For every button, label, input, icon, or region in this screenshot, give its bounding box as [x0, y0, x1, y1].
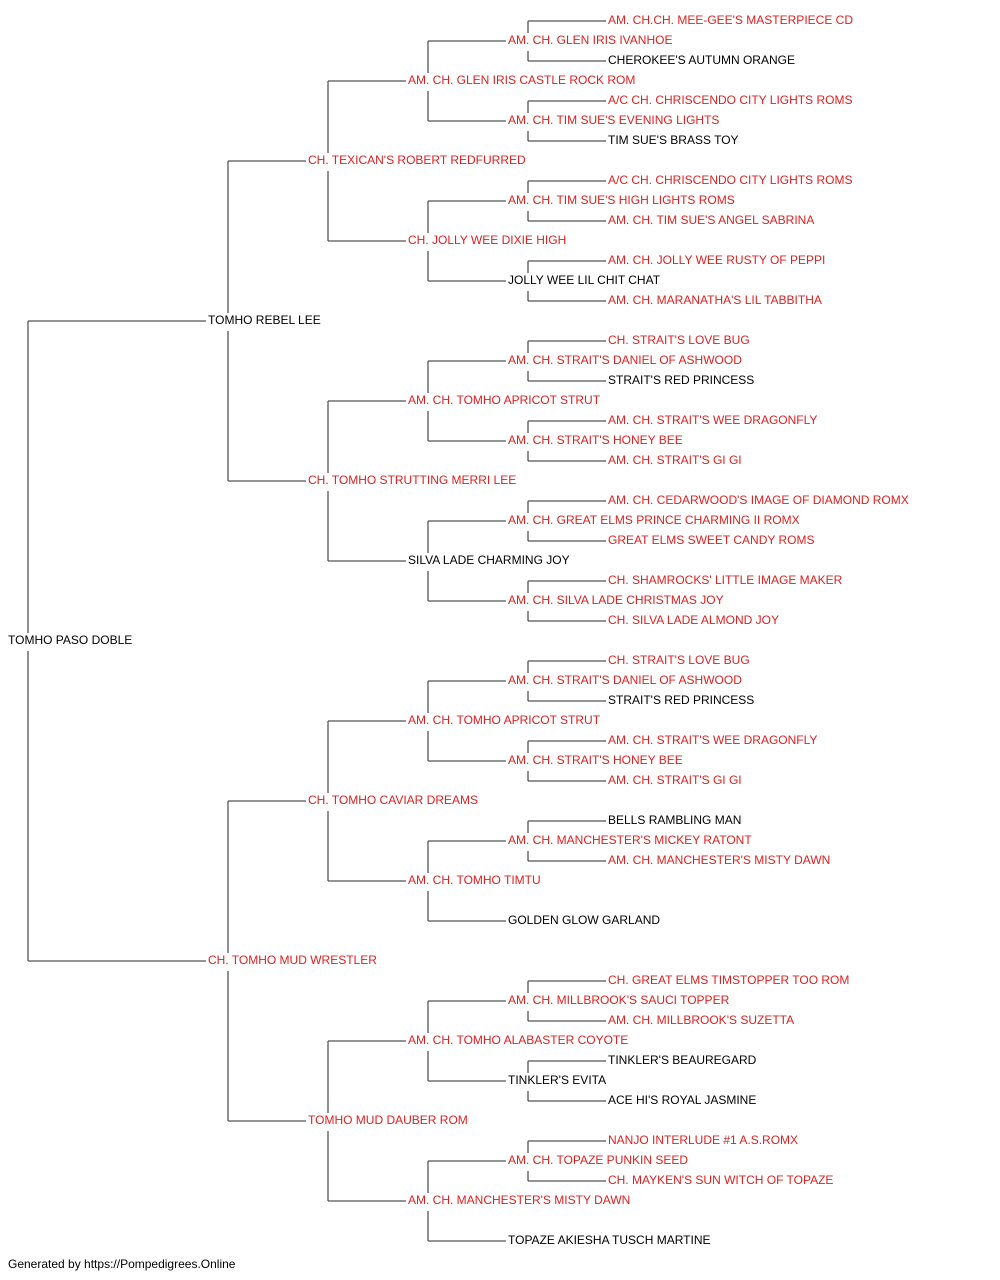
- pedigree-entry-root-d-d-s-s-d: AM. CH. MILLBROOK'S SUZETTA: [608, 1013, 794, 1027]
- pedigree-entry-root-s-d-s-d-d: AM. CH. STRAIT'S GI GI: [608, 453, 742, 467]
- pedigree-entry-root-s-s-s-d-d: TIM SUE'S BRASS TOY: [608, 133, 739, 147]
- pedigree-entry-root-d-d-s-d-s: TINKLER'S BEAUREGARD: [608, 1053, 757, 1067]
- pedigree-entry-root-s-s-d-s: AM. CH. TIM SUE'S HIGH LIGHTS ROMS: [508, 193, 735, 207]
- pedigree-entry-root-s-d-d-s-s: AM. CH. CEDARWOOD'S IMAGE OF DIAMOND ROM…: [608, 493, 909, 507]
- pedigree-entry-root-d-s-s-s-d: STRAIT'S RED PRINCESS: [608, 693, 754, 707]
- pedigree-entry-root-d-d-d-s-d: CH. MAYKEN'S SUN WITCH OF TOPAZE: [608, 1173, 833, 1187]
- pedigree-entry-root-d-s-s-d-s: AM. CH. STRAIT'S WEE DRAGONFLY: [608, 733, 817, 747]
- pedigree-entry-root-d-s-d-d: GOLDEN GLOW GARLAND: [508, 913, 660, 927]
- pedigree-entry-root-d-s-d-s-s: BELLS RAMBLING MAN: [608, 813, 741, 827]
- pedigree-entry-root: TOMHO PASO DOBLE: [8, 633, 132, 647]
- pedigree-entry-root-d-d-s-s: AM. CH. MILLBROOK'S SAUCI TOPPER: [508, 993, 730, 1007]
- pedigree-entry-root-s-d-d-s: AM. CH. GREAT ELMS PRINCE CHARMING II RO…: [508, 513, 800, 527]
- pedigree-entry-root-d-d: TOMHO MUD DAUBER ROM: [308, 1113, 468, 1127]
- pedigree-entry-root-s: TOMHO REBEL LEE: [208, 313, 321, 327]
- generated-by-footer: Generated by https://Pompedigrees.Online: [8, 1257, 236, 1271]
- pedigree-entry-root-s-s-d: CH. JOLLY WEE DIXIE HIGH: [408, 233, 566, 247]
- pedigree-entry-root-s-d-d: SILVA LADE CHARMING JOY: [408, 553, 570, 567]
- pedigree-entry-root-s-d-s-d: AM. CH. STRAIT'S HONEY BEE: [508, 433, 683, 447]
- pedigree-entry-root-s-d-d-d: AM. CH. SILVA LADE CHRISTMAS JOY: [508, 593, 724, 607]
- pedigree-entry-root-d-s-d-s: AM. CH. MANCHESTER'S MICKEY RATONT: [508, 833, 752, 847]
- pedigree-entry-root-s-d-s-d-s: AM. CH. STRAIT'S WEE DRAGONFLY: [608, 413, 817, 427]
- pedigree-entry-root-d-d-d-s: AM. CH. TOPAZE PUNKIN SEED: [508, 1153, 688, 1167]
- pedigree-entry-root-s-d-s-s: AM. CH. STRAIT'S DANIEL OF ASHWOOD: [508, 353, 742, 367]
- pedigree-entry-root-d: CH. TOMHO MUD WRESTLER: [208, 953, 377, 967]
- pedigree-entry-root-s-s-d-d: JOLLY WEE LIL CHIT CHAT: [508, 273, 661, 287]
- pedigree-entry-root-s-s-d-d-s: AM. CH. JOLLY WEE RUSTY OF PEPPI: [608, 253, 825, 267]
- pedigree-entry-root-d-s-s-s: AM. CH. STRAIT'S DANIEL OF ASHWOOD: [508, 673, 742, 687]
- pedigree-entry-root-s-s: CH. TEXICAN'S ROBERT REDFURRED: [308, 153, 526, 167]
- pedigree-entry-root-d-s-d-s-d: AM. CH. MANCHESTER'S MISTY DAWN: [608, 853, 830, 867]
- pedigree-entry-root-s-d-s-s-s: CH. STRAIT'S LOVE BUG: [608, 333, 750, 347]
- pedigree-entry-root-d-d-s: AM. CH. TOMHO ALABASTER COYOTE: [408, 1033, 628, 1047]
- pedigree-entry-root-d-s: CH. TOMHO CAVIAR DREAMS: [308, 793, 478, 807]
- pedigree-entry-root-s-d-d-d-s: CH. SHAMROCKS' LITTLE IMAGE MAKER: [608, 573, 843, 587]
- pedigree-entry-root-d-d-d-d: TOPAZE AKIESHA TUSCH MARTINE: [508, 1233, 711, 1247]
- pedigree-entry-root-s-s-s-s-s: AM. CH.CH. MEE-GEE'S MASTERPIECE CD: [608, 13, 853, 27]
- pedigree-entry-root-s-s-s-d: AM. CH. TIM SUE'S EVENING LIGHTS: [508, 113, 719, 127]
- pedigree-entry-root-s-s-s-s: AM. CH. GLEN IRIS IVANHOE: [508, 33, 672, 47]
- pedigree-entry-root-d-d-d-s-s: NANJO INTERLUDE #1 A.S.ROMX: [608, 1133, 798, 1147]
- pedigree-entry-root-d-s-s-s-s: CH. STRAIT'S LOVE BUG: [608, 653, 750, 667]
- pedigree-entry-root-s-s-s-d-s: A/C CH. CHRISCENDO CITY LIGHTS ROMS: [608, 93, 852, 107]
- pedigree-entry-root-d-d-s-d-d: ACE HI'S ROYAL JASMINE: [608, 1093, 756, 1107]
- pedigree-entry-root-s-s-d-s-d: AM. CH. TIM SUE'S ANGEL SABRINA: [608, 213, 814, 227]
- pedigree-entry-root-s-d-d-s-d: GREAT ELMS SWEET CANDY ROMS: [608, 533, 814, 547]
- pedigree-entry-root-s-s-d-s-s: A/C CH. CHRISCENDO CITY LIGHTS ROMS: [608, 173, 852, 187]
- pedigree-entry-root-d-s-s: AM. CH. TOMHO APRICOT STRUT: [408, 713, 601, 727]
- pedigree-entry-root-s-d: CH. TOMHO STRUTTING MERRI LEE: [308, 473, 516, 487]
- pedigree-entry-root-s-s-s-s-d: CHEROKEE'S AUTUMN ORANGE: [608, 53, 795, 67]
- pedigree-entry-root-d-d-s-s-s: CH. GREAT ELMS TIMSTOPPER TOO ROM: [608, 973, 849, 987]
- pedigree-entry-root-d-s-d: AM. CH. TOMHO TIMTU: [408, 873, 541, 887]
- pedigree-name-labels: TOMHO PASO DOBLE TOMHO REBEL LEE CH. TEXIC…: [8, 13, 909, 1247]
- pedigree-entry-root-s-s-s: AM. CH. GLEN IRIS CASTLE ROCK ROM: [408, 73, 635, 87]
- pedigree-entry-root-d-s-s-d-d: AM. CH. STRAIT'S GI GI: [608, 773, 742, 787]
- pedigree-entry-root-d-s-s-d: AM. CH. STRAIT'S HONEY BEE: [508, 753, 683, 767]
- pedigree-connector-lines: [27, 20, 606, 1242]
- pedigree-entry-root-d-d-s-d: TINKLER'S EVITA: [508, 1073, 606, 1087]
- pedigree-entry-root-d-d-d: AM. CH. MANCHESTER'S MISTY DAWN: [408, 1193, 630, 1207]
- pedigree-entry-root-s-d-s-s-d: STRAIT'S RED PRINCESS: [608, 373, 754, 387]
- pedigree-entry-root-s-s-d-d-d: AM. CH. MARANATHA'S LIL TABBITHA: [608, 293, 822, 307]
- pedigree-entry-root-s-d-s: AM. CH. TOMHO APRICOT STRUT: [408, 393, 601, 407]
- pedigree-entry-root-s-d-d-d-d: CH. SILVA LADE ALMOND JOY: [608, 613, 779, 627]
